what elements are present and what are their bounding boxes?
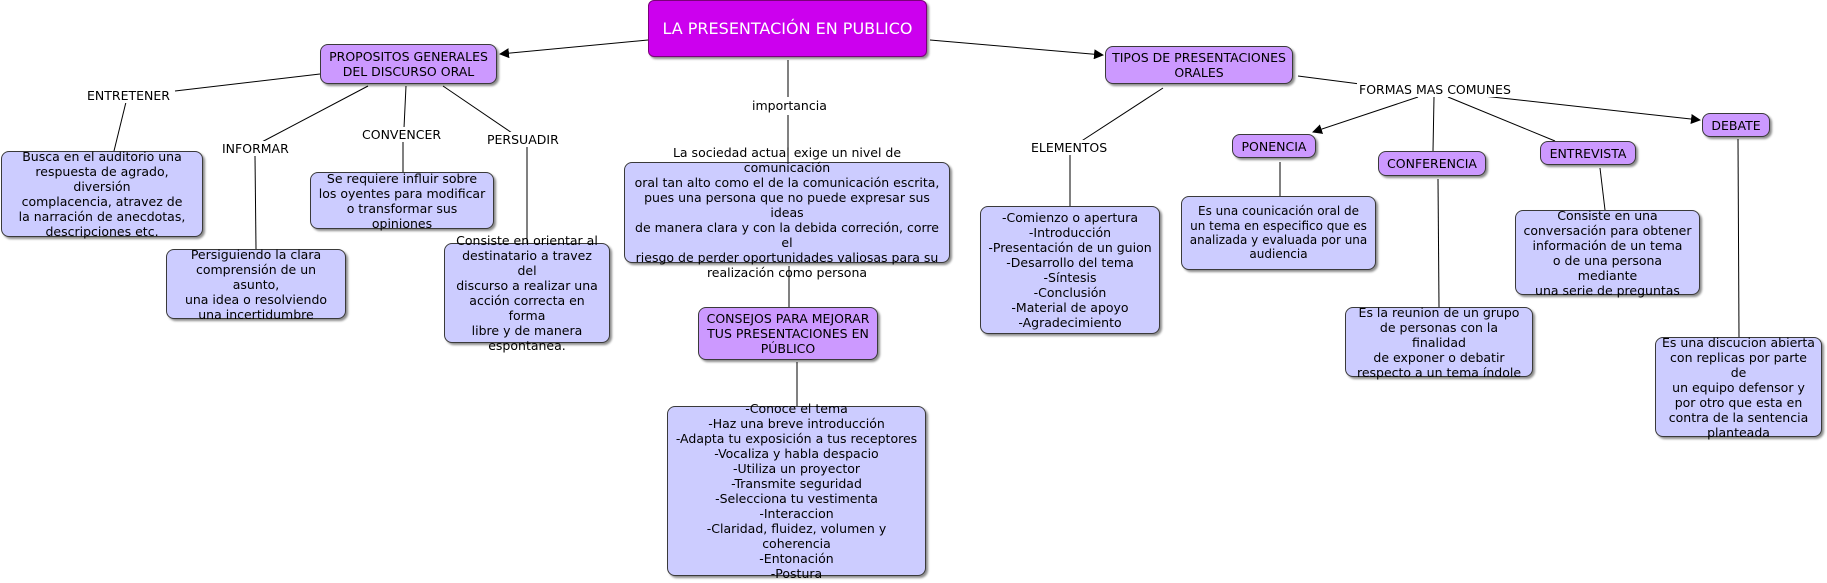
- formas-label: FORMAS MAS COMUNES: [1357, 82, 1513, 97]
- conferencia-text: Es la reunion de un grupo de personas co…: [1345, 305, 1533, 380]
- line-formas-entrevista: [1447, 96, 1556, 142]
- debate-header: DEBATE: [1702, 113, 1770, 137]
- persuadir-label: PERSUADIR: [485, 132, 561, 147]
- entretener-label: ENTRETENER: [85, 88, 172, 103]
- entrevista-header: ENTREVISTA: [1540, 141, 1636, 165]
- tipos-header: TIPOS DE PRESENTACIONES ORALES: [1105, 46, 1293, 84]
- line-tipos-formas: [1297, 75, 1361, 85]
- line-entrevista-text: [1599, 167, 1606, 211]
- line-proposito-convencer: [403, 85, 407, 129]
- ponencia-text: Es una counicación oral de un tema en es…: [1181, 196, 1376, 270]
- arrow-to-propositos: [499, 39, 649, 59]
- main-title: LA PRESENTACIÓN EN PUBLICO: [648, 0, 927, 57]
- line-formas-conferencia: [1432, 96, 1435, 152]
- debate-text: Es una discucion abierta con replicas po…: [1655, 335, 1822, 440]
- convencer-label: CONVENCER: [360, 127, 444, 142]
- propositos-header: PROPOSITOS GENERALES DEL DISCURSO ORAL: [320, 44, 497, 84]
- line-proposito-informar: [257, 85, 369, 145]
- persuadir-text: Consiste en orientar al destinatario a t…: [444, 233, 610, 353]
- arrow-to-debate: [1482, 95, 1701, 124]
- entrevista-text: Consiste en una conversación para obtene…: [1515, 208, 1700, 298]
- importancia-text: La sociedad actual exige un nivel de com…: [624, 145, 950, 280]
- conferencia-header: CONFERENCIA: [1378, 151, 1486, 176]
- line-entretener-text: [113, 101, 127, 152]
- convencer-text: Se requiere influir sobre los oyentes pa…: [310, 171, 494, 231]
- informar-text: Persiguiendo la clara comprensión de un …: [166, 247, 346, 322]
- line-proposito-entretener: [174, 73, 321, 92]
- elementos-text: -Comienzo o apertura -Introducción -Pres…: [980, 206, 1160, 334]
- line-informar-text: [254, 155, 257, 250]
- arrow-to-ponencia: [1312, 96, 1419, 134]
- elementos-label: ELEMENTOS: [1029, 140, 1110, 155]
- line-tipos-elementos: [1079, 87, 1164, 143]
- arrow-to-tipos: [929, 39, 1104, 60]
- consejos-list: -Conoce el tema -Haz una breve introducc…: [667, 401, 926, 581]
- line-conferencia-text: [1437, 178, 1440, 308]
- ponencia-header: PONENCIA: [1232, 134, 1316, 158]
- informar-label: INFORMAR: [220, 141, 291, 156]
- line-proposito-persuadir: [442, 85, 516, 136]
- consejos-header: CONSEJOS PARA MEJORAR TUS PRESENTACIONES…: [698, 307, 878, 360]
- line-debate-text: [1737, 138, 1740, 338]
- entretener-text: Busca en el auditorio una respuesta de a…: [1, 149, 203, 239]
- importancia-label: importancia: [750, 98, 829, 113]
